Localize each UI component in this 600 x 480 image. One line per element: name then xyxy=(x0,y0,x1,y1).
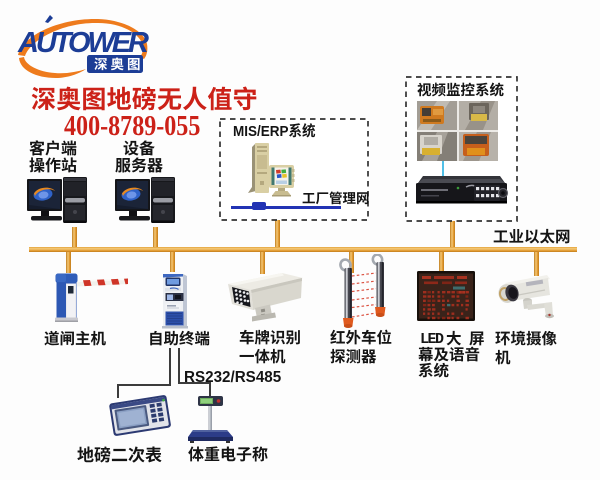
svg-text:深奥图: 深奥图 xyxy=(94,53,144,73)
svg-text:AUTOWER: AUTOWER xyxy=(17,27,149,59)
